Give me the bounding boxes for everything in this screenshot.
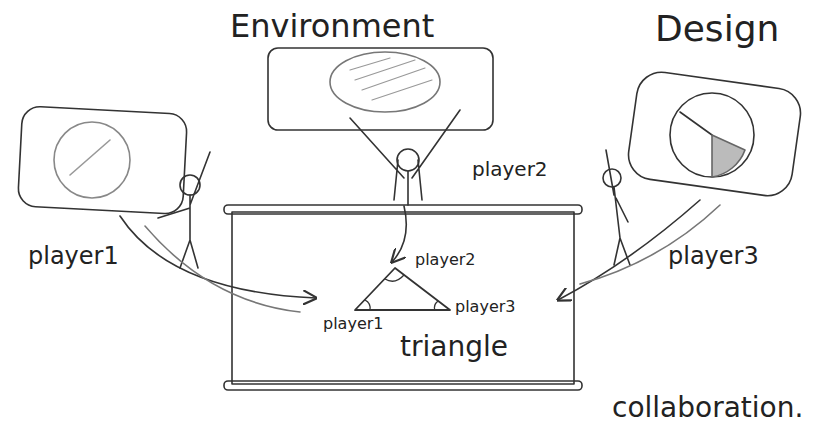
vertex-label: player3: [455, 298, 515, 316]
sketch-label: player2: [472, 158, 548, 181]
vertex-label: triangle: [400, 331, 508, 363]
sketch-label: collaboration.: [612, 392, 803, 424]
sketch-label: player1: [28, 243, 119, 271]
vertex-label: player2: [415, 251, 475, 269]
sketch-label: Environment: [230, 8, 434, 45]
vertex-label: player1: [323, 315, 383, 333]
projection-screen: player2 player1 player3 triangle: [225, 205, 583, 390]
sketch-label: player3: [668, 243, 759, 271]
sketch-label: Design: [655, 8, 779, 49]
